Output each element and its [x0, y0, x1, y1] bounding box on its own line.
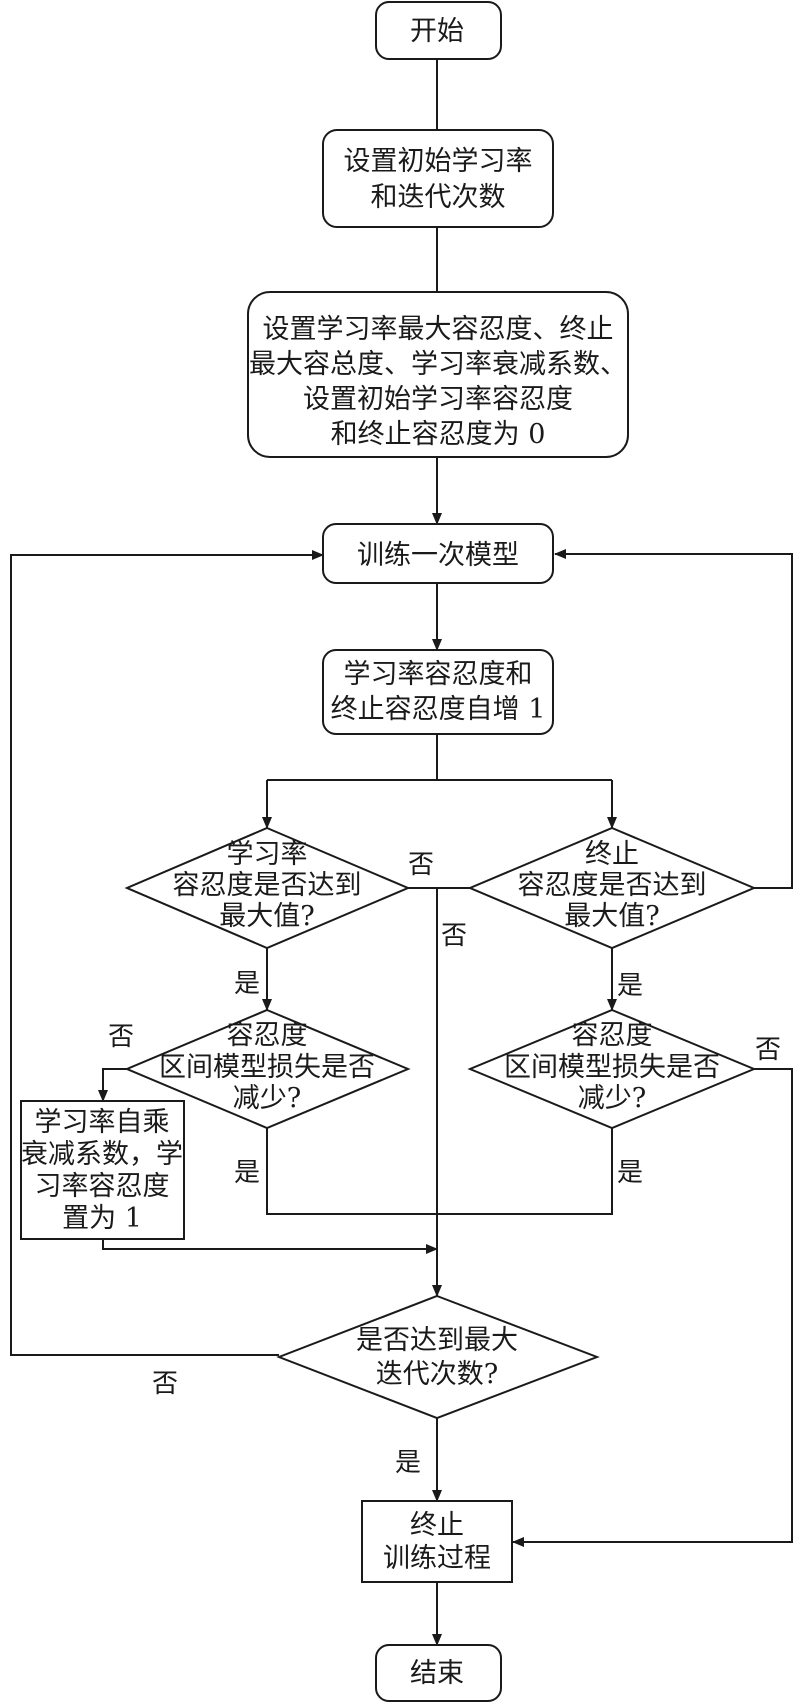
decision-stop-max-line2: 容忍度是否达到	[518, 870, 707, 901]
node-incr-box	[322, 649, 554, 735]
node-decay-line3: 习率容忍度	[35, 1171, 170, 1202]
node-decay-line4: 置为 1	[62, 1203, 142, 1234]
decision-lr-max-line1: 学习率	[227, 839, 308, 870]
node-init2-line1: 设置学习率最大容忍度、终止	[263, 314, 614, 345]
node-train-box	[322, 523, 554, 584]
node-start-label: 开始	[410, 16, 464, 47]
decision-lr-max-line3: 最大值?	[219, 901, 314, 932]
node-init2-line4: 和终止容忍度为 0	[331, 419, 546, 450]
decision-stop-max-shape	[467, 826, 757, 950]
node-end-box	[375, 1644, 502, 1702]
node-train: 训练一次模型	[322, 523, 554, 584]
node-incr: 学习率容忍度和 终止容忍度自增 1	[322, 649, 554, 735]
decision-lr-max-line2: 容忍度是否达到	[173, 870, 362, 901]
node-init1-line1: 设置初始学习率	[344, 146, 533, 177]
decision-lr-max: 学习率 容忍度是否达到 最大值?	[124, 826, 411, 950]
decision-stop-max: 终止 容忍度是否达到 最大值?	[467, 826, 757, 950]
label-no-stoploss: 否	[755, 1035, 781, 1065]
node-start-box	[375, 1, 502, 60]
node-decay-line1: 学习率自乘	[35, 1107, 170, 1138]
node-init2-box	[247, 291, 629, 458]
label-yes-iter: 是	[395, 1448, 421, 1478]
node-init1-box	[322, 129, 554, 228]
edge-loss-yes-join	[266, 1128, 613, 1215]
label-yes-lrloss: 是	[234, 1158, 260, 1188]
edge-decay-to-center	[102, 1239, 438, 1254]
node-decay: 学习率自乘 衰减系数，学 习率容忍度 置为 1	[20, 1100, 185, 1240]
decision-iter-shape	[276, 1294, 600, 1420]
node-init2-line3: 设置初始学习率容忍度	[303, 384, 573, 415]
decision-lr-loss-line3: 减少?	[233, 1083, 301, 1114]
decision-stop-loss-line2: 区间模型损失是否	[504, 1052, 720, 1083]
node-stop-line1: 终止	[410, 1510, 464, 1541]
edge-labels: 否 否 是 是 否 否 是 是 否 是	[108, 850, 781, 1478]
label-no-lrmax: 否	[408, 850, 434, 880]
node-decay-box	[20, 1100, 185, 1240]
node-start: 开始	[375, 1, 502, 60]
label-no-iter: 否	[152, 1369, 178, 1399]
node-stop-box	[361, 1500, 513, 1583]
node-init1: 设置初始学习率 和迭代次数	[322, 129, 554, 228]
edge-stopmax-no-loop	[554, 549, 793, 889]
node-train-label: 训练一次模型	[357, 540, 519, 571]
decision-iter: 是否达到最大 迭代次数?	[276, 1294, 600, 1420]
decision-lr-loss-shape	[124, 1008, 411, 1130]
edge-lrloss-no	[98, 1068, 127, 1102]
decision-iter-line1: 是否达到最大	[356, 1325, 518, 1356]
edges	[10, 60, 793, 1646]
node-decay-line2: 衰减系数，学	[21, 1139, 183, 1170]
label-no-center: 否	[441, 921, 467, 951]
decision-lr-loss-line2: 区间模型损失是否	[159, 1052, 375, 1083]
node-incr-line2: 终止容忍度自增 1	[331, 694, 546, 725]
node-end: 结束	[375, 1644, 502, 1702]
node-incr-line1: 学习率容忍度和	[344, 659, 533, 690]
decision-lr-max-shape	[124, 826, 411, 950]
label-no-lrloss: 否	[108, 1022, 134, 1052]
decision-stop-loss-line1: 容忍度	[572, 1020, 653, 1051]
node-end-label: 结束	[410, 1658, 464, 1689]
node-stop-line2: 训练过程	[383, 1543, 491, 1574]
node-stop: 终止 训练过程	[361, 1500, 513, 1583]
label-yes-stopmax: 是	[617, 971, 643, 1001]
edge-iter-no-loop	[10, 550, 324, 1356]
label-yes-stoploss: 是	[617, 1158, 643, 1188]
decision-stop-loss: 容忍度 区间模型损失是否 减少?	[467, 1008, 757, 1130]
decision-stop-loss-shape	[467, 1008, 757, 1130]
label-yes-lrmax: 是	[234, 969, 260, 999]
decision-stop-loss-line3: 减少?	[578, 1083, 646, 1114]
decision-lr-loss-line1: 容忍度	[227, 1020, 308, 1051]
edge-stoploss-no	[512, 1068, 793, 1547]
node-init2: 设置学习率最大容忍度、终止 最大容总度、学习率衰减系数、 设置初始学习率容忍度 …	[247, 291, 629, 458]
decision-stop-max-line3: 最大值?	[564, 901, 659, 932]
node-init2-line2: 最大容总度、学习率衰减系数、	[249, 349, 627, 380]
decision-stop-max-line1: 终止	[585, 839, 639, 870]
decision-iter-line2: 迭代次数?	[376, 1359, 498, 1390]
edge-incr-split	[267, 734, 612, 781]
node-init1-line2: 和迭代次数	[371, 182, 506, 213]
decision-lr-loss: 容忍度 区间模型损失是否 减少?	[124, 1008, 411, 1130]
